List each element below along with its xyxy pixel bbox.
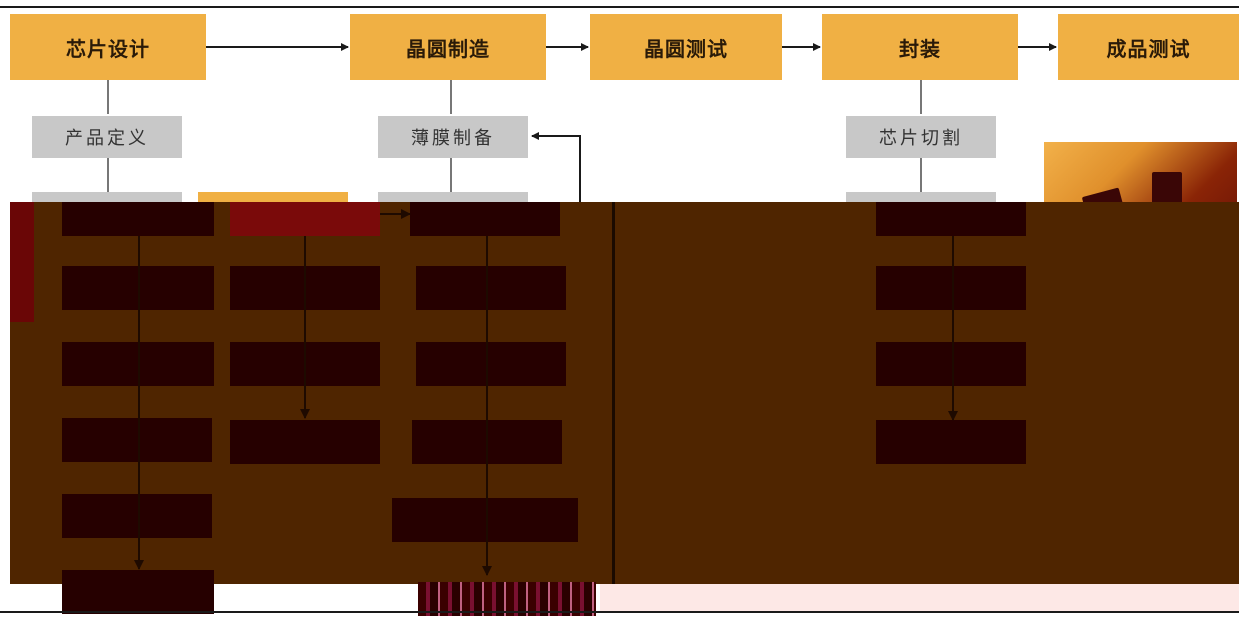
obscured-connector: [138, 236, 140, 566]
obscured-box: [230, 202, 380, 236]
connector-package-2: [920, 156, 922, 192]
top-rule: [0, 6, 1239, 8]
obscured-box: [230, 420, 380, 464]
step-wafer-test-label: 晶圆测试: [644, 36, 728, 61]
arrow-loop-to-thin-film: [531, 132, 581, 202]
obscured-box: [416, 266, 566, 310]
substep-peek-4: [846, 192, 996, 204]
obscured-region: [10, 202, 1239, 584]
substep-peek-3: [378, 192, 528, 204]
obscured-box: [876, 202, 1026, 236]
obscured-box: [62, 570, 214, 614]
obscured-noise: [418, 582, 596, 616]
obscured-box: [62, 494, 212, 538]
obscured-box: [410, 202, 560, 236]
step-package: 封装: [822, 14, 1018, 80]
step-final-test: 成品测试: [1058, 14, 1239, 80]
substep-die-cutting: 芯片切割: [846, 116, 996, 158]
step-wafer-test: 晶圆测试: [590, 14, 782, 80]
step-wafer-fab-label: 晶圆制造: [406, 36, 490, 61]
connector-fab: [450, 80, 452, 114]
substep-die-cutting-label: 芯片切割: [879, 128, 963, 149]
substep-product-definition-label: 产品定义: [65, 128, 149, 149]
obscured-box: [876, 342, 1026, 386]
obscured-box: [392, 498, 578, 542]
substep-peek-2: [198, 192, 348, 204]
obscured-connector: [304, 236, 306, 410]
obscured-box: [876, 420, 1026, 464]
connector-package: [920, 80, 922, 114]
bottom-rule: [0, 611, 1239, 613]
substep-product-definition: 产品定义: [32, 116, 182, 158]
obscured-box: [876, 266, 1026, 310]
substep-thin-film-label: 薄膜制备: [411, 128, 495, 149]
substep-thin-film: 薄膜制备: [378, 116, 528, 158]
obscured-side-bar: [10, 202, 34, 322]
step-wafer-fab: 晶圆制造: [350, 14, 546, 80]
obscured-box: [416, 342, 566, 386]
step-chip-design-label: 芯片设计: [66, 36, 150, 61]
step-chip-design: 芯片设计: [10, 14, 206, 80]
connector-fab-2: [450, 156, 452, 192]
connector-design: [107, 80, 109, 114]
obscured-divider: [612, 202, 615, 584]
obscured-connector: [952, 236, 954, 414]
step-package-label: 封装: [899, 36, 941, 61]
obscured-connector: [486, 236, 488, 566]
substep-peek-1: [32, 192, 182, 204]
obscured-pink-strip: [600, 584, 1239, 611]
connector-design-2: [107, 156, 109, 192]
step-final-test-label: 成品测试: [1106, 36, 1191, 61]
obscured-box: [62, 202, 214, 236]
obscured-box: [62, 418, 212, 462]
